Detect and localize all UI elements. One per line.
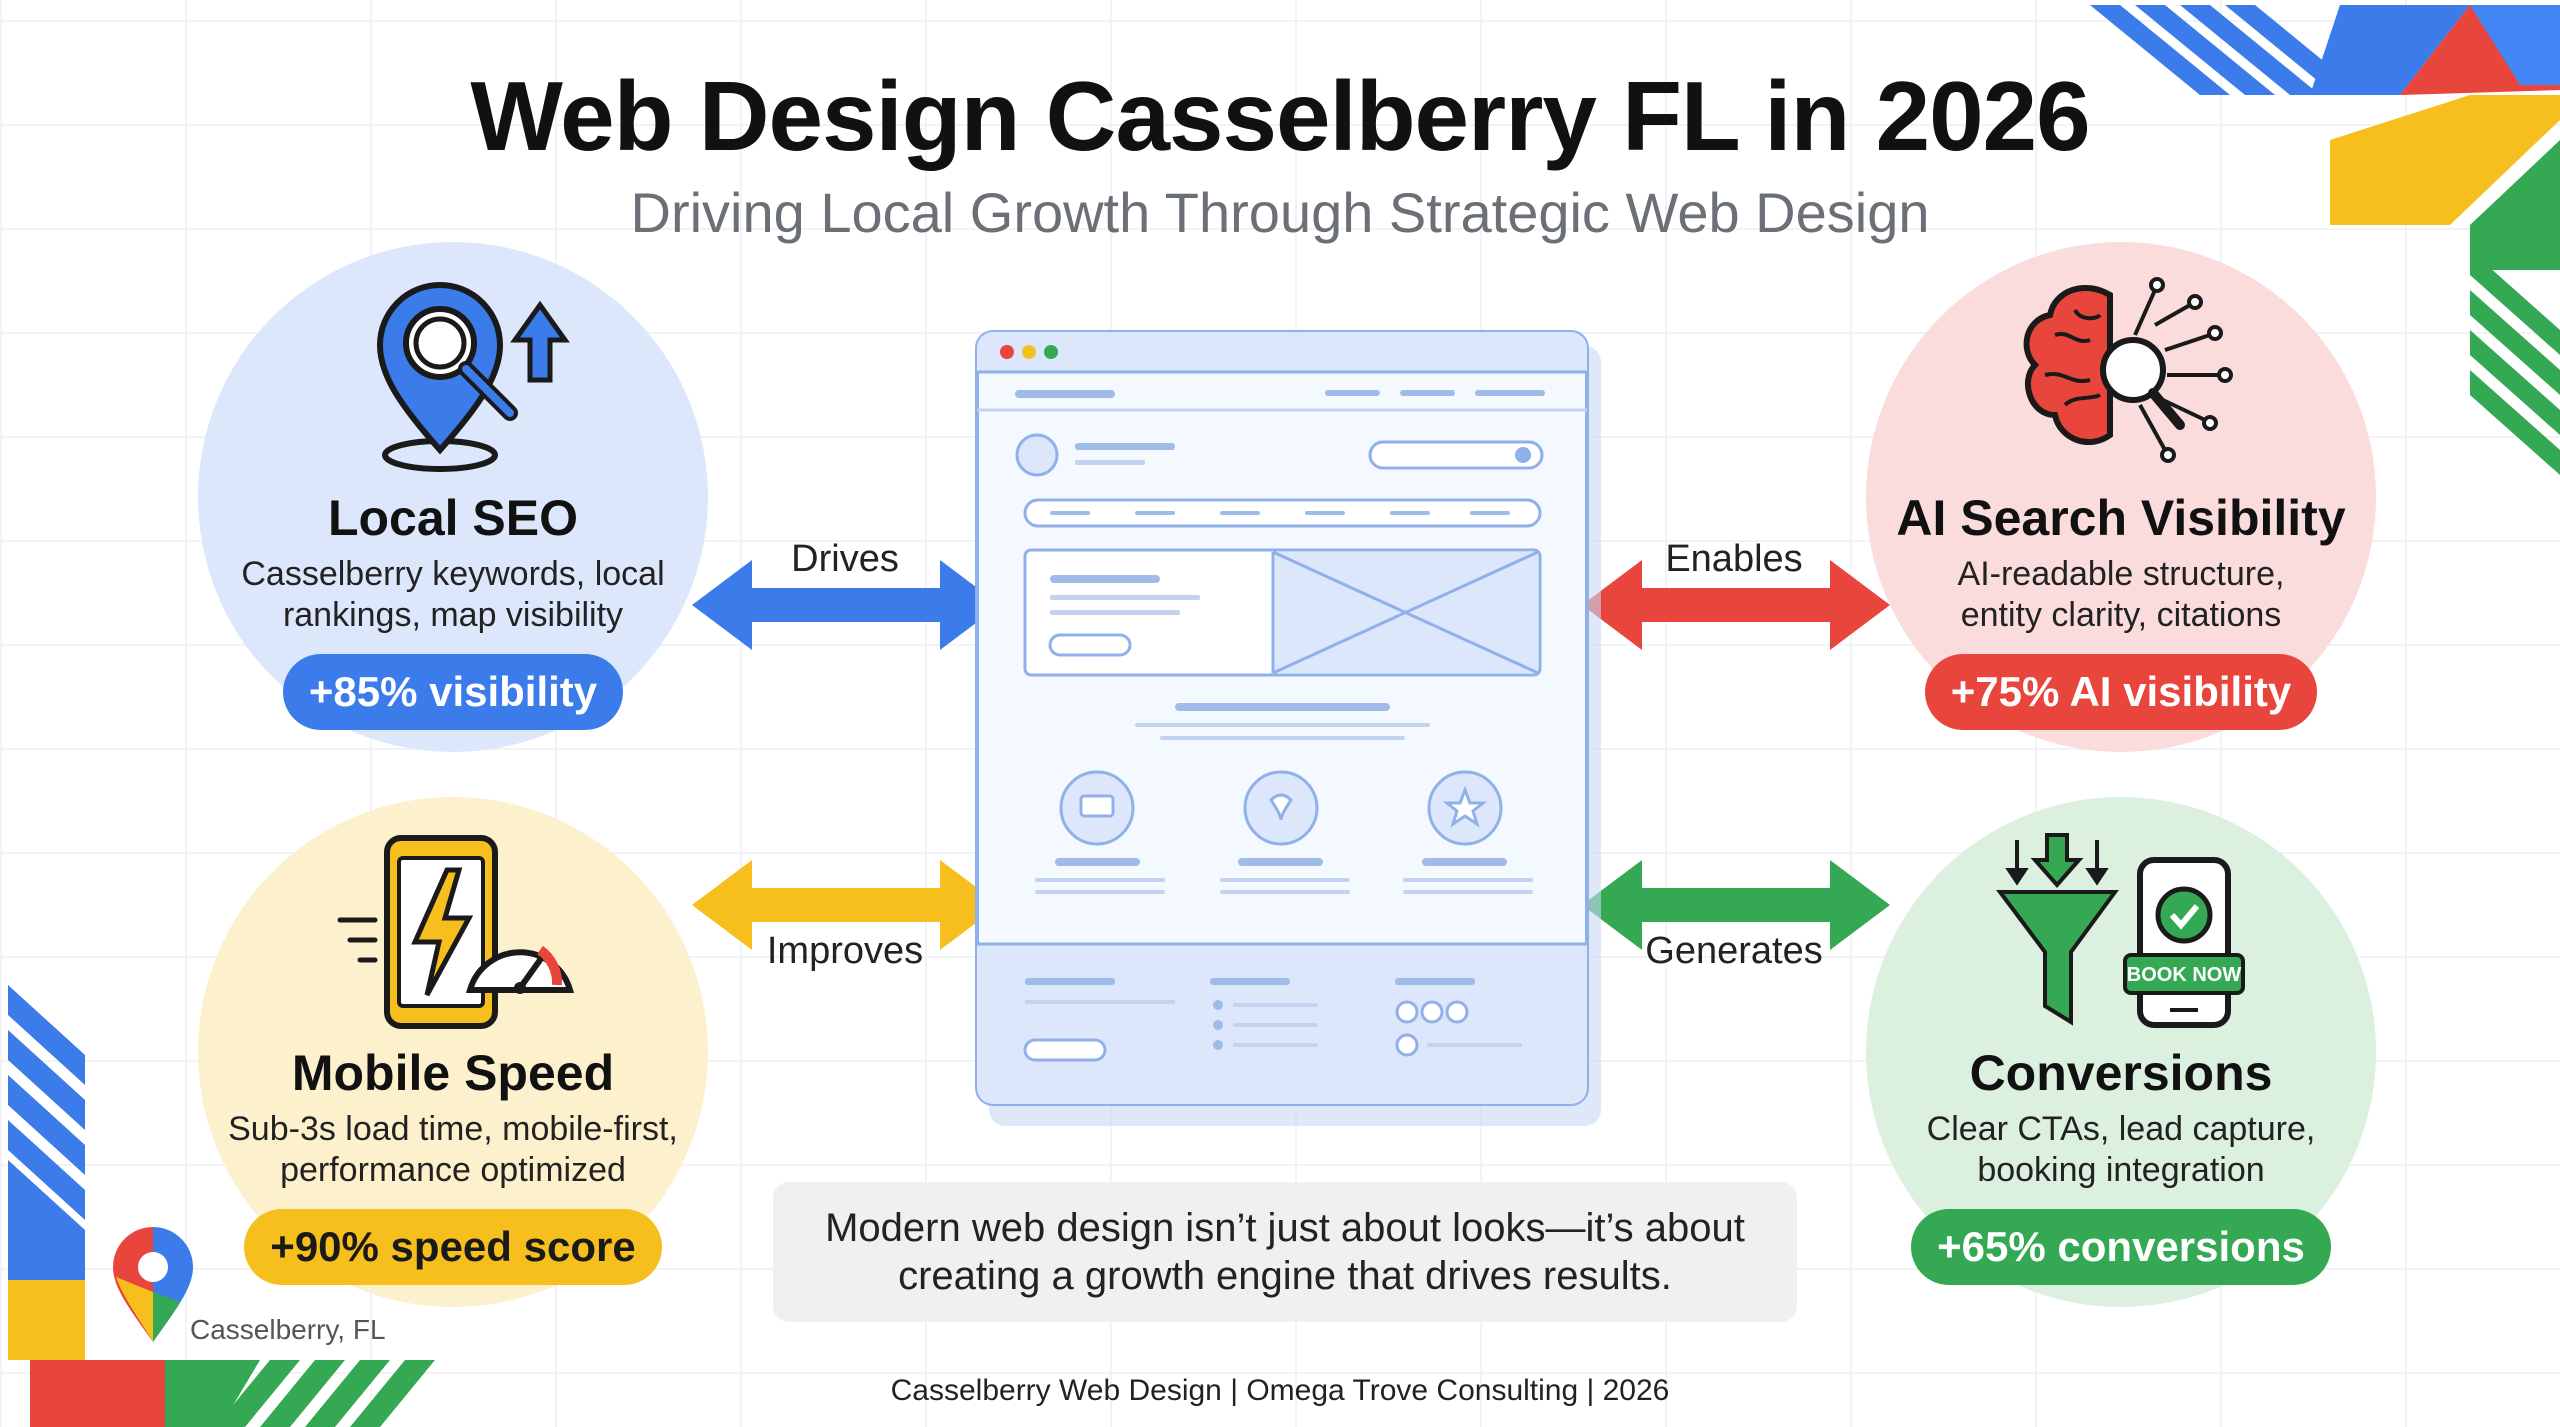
drives-arrow	[692, 560, 1000, 650]
local-seo-stat-badge: +85% visibility	[282, 654, 624, 730]
bottom-left-yellow-block	[8, 1280, 85, 1360]
book-now-label: BOOK NOW	[2127, 964, 2242, 986]
ai-search-title: AI Search Visibility	[1896, 490, 2346, 546]
conversions-desc-line2: booking integration	[1977, 1151, 2265, 1189]
footer-text: Casselberry Web Design | Omega Trove Con…	[890, 1374, 1670, 1407]
quote-line1: Modern web design isn’t just about looks…	[825, 1206, 1745, 1250]
generates-label: Generates	[1645, 930, 1823, 972]
top-right-green-block	[2470, 140, 2560, 270]
top-right-yellow-block	[2330, 95, 2560, 225]
left-blue-stripes	[8, 985, 85, 1220]
ai-search-desc-line2: entity clarity, citations	[1960, 596, 2282, 634]
bottom-left-green-block	[165, 1360, 260, 1427]
top-right-stripes	[2090, 5, 2365, 95]
conversions-stat-badge: +65% conversions	[1911, 1209, 2331, 1285]
window-minimize-dot	[1022, 345, 1036, 359]
quote-line2: creating a growth engine that drives res…	[898, 1254, 1672, 1298]
improves-arrow	[692, 860, 1000, 950]
brain-search-icon	[2023, 277, 2233, 463]
improves-label: Improves	[766, 930, 924, 972]
conversions-desc-line1: Clear CTAs, lead capture,	[1926, 1110, 2316, 1148]
right-green-stripes	[2470, 250, 2560, 475]
page-subtitle: Driving Local Growth Through Strategic W…	[630, 181, 1930, 244]
ai-search-stat-badge: +75% AI visibility	[1924, 654, 2318, 730]
page-title: Web Design Casselberry FL in 2026	[470, 61, 2090, 171]
drives-label: Drives	[791, 538, 899, 580]
generates-arrow	[1582, 860, 1890, 950]
location-label: Casselberry, FL	[190, 1314, 386, 1345]
bottom-green-stripes	[215, 1360, 435, 1427]
bottom-left-red-block	[30, 1360, 165, 1427]
local-seo-desc-line2: rankings, map visibility	[282, 596, 624, 634]
local-seo-desc-line1: Casselberry keywords, local	[241, 555, 665, 593]
local-seo-title: Local SEO	[327, 490, 579, 546]
conversions-card: Conversions Clear CTAs, lead capture,boo…	[1821, 1043, 2421, 1285]
window-close-dot	[1000, 345, 1014, 359]
quote-box: Modern web design isn’t just about looks…	[773, 1182, 1797, 1322]
conversions-title: Conversions	[1969, 1045, 2273, 1101]
funnel-booking-icon: BOOK NOW	[1996, 833, 2245, 1028]
enables-label: Enables	[1665, 538, 1803, 580]
top-right-blue-block	[2310, 5, 2470, 95]
top-right-blue-corner	[2470, 5, 2560, 85]
ai-search-desc-line1: AI-readable structure,	[1957, 555, 2285, 593]
mobile-speed-desc-line1: Sub-3s load time, mobile-first,	[228, 1110, 678, 1148]
ai-search-card: AI Search Visibility AI-readable structu…	[1821, 488, 2421, 730]
enables-arrow	[1582, 560, 1890, 650]
browser-wireframe	[975, 330, 1601, 1126]
phone-speed-icon	[337, 835, 574, 1029]
mobile-speed-title: Mobile Speed	[291, 1045, 615, 1101]
mobile-speed-card: Mobile Speed Sub-3s load time, mobile-fi…	[153, 1043, 753, 1285]
mobile-speed-desc-line2: performance optimized	[280, 1151, 626, 1189]
mobile-speed-stat-badge: +90% speed score	[244, 1209, 662, 1285]
window-maximize-dot	[1044, 345, 1058, 359]
feature-icons-row	[1059, 770, 1503, 846]
location-pin-icon	[113, 1227, 193, 1342]
map-pin-search-icon	[376, 282, 570, 472]
